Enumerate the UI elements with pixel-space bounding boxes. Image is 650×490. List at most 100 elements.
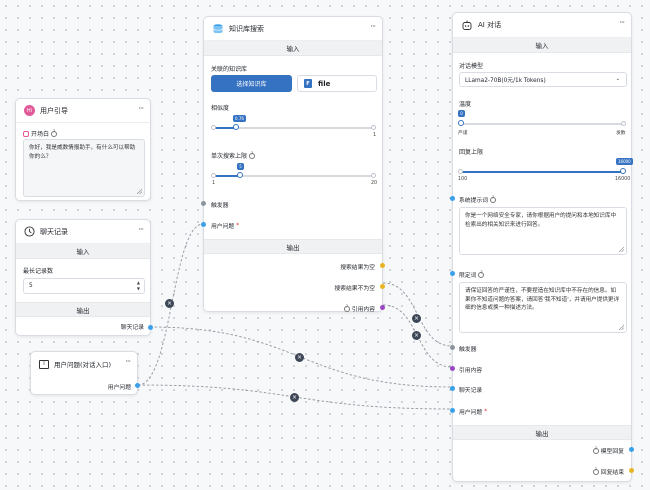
history-output-label: 聊天记录 [120, 325, 144, 331]
help-icon[interactable]: ? [478, 271, 485, 278]
ai-out-finish-port[interactable] [629, 468, 634, 473]
limit-knob[interactable] [237, 172, 243, 178]
edge-delete-icon[interactable]: × [165, 299, 174, 308]
ai-trigger-port[interactable] [450, 345, 455, 350]
user-question-node[interactable]: I 用户问题(对话入口) ··· 用户问题 [30, 351, 140, 395]
kb-out-empty-label: 搜索结果为空 [340, 265, 375, 271]
history-output-port[interactable] [148, 325, 153, 330]
limit-prompt-textarea[interactable]: 请保证回答的严谨性，不要捏造在知识库中不存在的信息。如果你不知道问题的答案，请回… [459, 282, 627, 333]
database-icon [213, 23, 223, 33]
node-title: AI 对话 [478, 21, 502, 29]
robot-icon [462, 20, 472, 30]
more-icon[interactable]: ··· [619, 18, 625, 27]
question-output-port[interactable] [135, 383, 140, 388]
max-reply-tooltip: 16000 [616, 158, 633, 165]
input-band: 输入 [453, 38, 631, 53]
system-prompt-textarea[interactable]: 你是一个网络安全专家，请你根据用户的提问和本地知识库中检索出的相关知识来进行回答… [459, 207, 627, 255]
node-header[interactable]: Hi 用户引导 ··· [16, 99, 150, 123]
node-title: 知识库搜索 [229, 24, 264, 33]
user-guide-node[interactable]: Hi 用户引导 ··· 开场白 ? 你好，我是威数情报助手，有什么可以帮助你的么… [15, 98, 151, 201]
node-title: 聊天记录 [40, 227, 68, 236]
kb-out-empty-port[interactable] [380, 263, 385, 268]
max-records-stepper[interactable]: 5 ▲▼ [23, 278, 145, 294]
chevron-down-icon: ⌄ [615, 76, 620, 82]
ai-out-finish-label: ? 回复结束 [592, 468, 624, 476]
kb-search-node[interactable]: 知识库搜索 ··· 输入 关联的知识库 选择知识库 F file 相似度 0.7… [201, 16, 385, 313]
temperature-tooltip: 0 [458, 110, 465, 117]
more-icon[interactable]: ··· [370, 22, 376, 31]
question-output-label: 用户问题 [107, 385, 131, 391]
user-guide-icon: Hi [24, 105, 35, 116]
file-icon: F [304, 79, 312, 88]
node-title: 用户问题(对话入口) [54, 361, 112, 369]
ai-history-label: 聊天记录 [459, 388, 483, 394]
max-reply-slider[interactable]: 16000 100 16000 [458, 158, 633, 182]
node-header[interactable]: AI 对话 ··· [453, 13, 631, 38]
edge-delete-icon[interactable]: × [295, 353, 304, 362]
input-cursor-icon: I [39, 359, 49, 369]
node-title: 用户引导 [40, 106, 68, 115]
model-select[interactable]: LLama2-70B(0元/1k Tokens) ⌄ [459, 72, 627, 87]
system-prompt-label: 系统提示词 ? [459, 196, 496, 204]
chat-history-node[interactable]: 聊天记录 ··· 输入 最长记录数 5 ▲▼ 输出 聊天记录 [15, 219, 153, 336]
output-band: 输出 [16, 302, 150, 317]
resize-handle-icon[interactable] [136, 188, 142, 194]
output-band: 输出 [204, 239, 382, 254]
temperature-slider[interactable]: 0 严谨 发散 [458, 110, 626, 136]
ai-question-port[interactable] [450, 408, 455, 413]
max-reply-knob[interactable] [620, 168, 626, 174]
resize-handle-icon[interactable] [618, 324, 624, 330]
limit-label: 单次搜索上限 ? [211, 152, 256, 160]
opener-icon [23, 130, 29, 137]
kb-out-notempty-label: 搜索结果不为空 [334, 286, 375, 292]
kb-question-label: 用户问题* [211, 222, 240, 231]
temperature-label: 温度 [459, 101, 472, 108]
similarity-slider[interactable]: 0.76 1 [211, 113, 379, 143]
opener-textarea[interactable]: 你好，我是威数情报助手，有什么可以帮助你的么？ [23, 139, 145, 197]
node-header[interactable]: 聊天记录 ··· [16, 220, 150, 244]
limit-slider[interactable]: 5 1 20 [211, 163, 378, 186]
model-label: 对话模型 [459, 63, 484, 70]
help-icon[interactable]: ? [343, 305, 350, 312]
stepper-arrows-icon[interactable]: ▲▼ [136, 280, 140, 291]
select-kb-button[interactable]: 选择知识库 [211, 75, 292, 92]
help-icon[interactable]: ? [490, 196, 496, 203]
edge-delete-icon[interactable]: × [412, 331, 421, 340]
ai-chat-node[interactable]: AI 对话 ··· 输入 对话模型 LLama2-70B(0元/1k Token… [450, 12, 634, 482]
kb-label: 关联的知识库 [211, 66, 248, 73]
limit-prompt-label: 限定词 ? [459, 271, 485, 279]
ai-quote-label: 引用内容 [459, 368, 483, 374]
ai-out-reply-label: ? 模型回复 [592, 447, 624, 455]
input-band: 输入 [16, 244, 150, 259]
resize-handle-icon[interactable] [618, 246, 624, 252]
edge-delete-icon[interactable]: × [290, 393, 299, 402]
edge-delete-icon[interactable]: × [412, 314, 421, 323]
clock-icon [24, 226, 35, 237]
help-icon[interactable]: ? [592, 447, 599, 454]
ai-history-port[interactable] [450, 386, 455, 391]
limit-prompt-port[interactable] [450, 271, 455, 276]
node-header[interactable]: I 用户问题(对话入口) ··· [31, 352, 137, 376]
more-icon[interactable]: ··· [138, 225, 144, 234]
similarity-knob[interactable] [233, 124, 239, 130]
opener-label: 开场白 ? [23, 129, 58, 138]
kb-out-notempty-port[interactable] [380, 284, 385, 289]
node-header[interactable]: 知识库搜索 ··· [204, 17, 382, 41]
kb-question-port[interactable] [201, 222, 206, 227]
system-prompt-port[interactable] [450, 196, 455, 201]
more-icon[interactable]: ··· [125, 357, 131, 366]
similarity-tooltip: 0.76 [233, 115, 246, 122]
help-icon[interactable]: ? [592, 468, 599, 475]
input-band: 输入 [204, 41, 382, 56]
kb-file-chip[interactable]: F file [297, 75, 377, 92]
kb-out-quote-port[interactable] [380, 305, 385, 310]
more-icon[interactable]: ··· [138, 104, 144, 113]
help-icon[interactable]: ? [249, 152, 256, 159]
ai-out-reply-port[interactable] [629, 447, 634, 452]
kb-trigger-port[interactable] [201, 201, 206, 206]
max-records-label: 最长记录数 [23, 268, 54, 275]
similarity-label: 相似度 [211, 105, 230, 112]
help-icon[interactable]: ? [51, 130, 58, 137]
ai-quote-port[interactable] [450, 366, 455, 371]
temperature-knob[interactable] [458, 120, 464, 126]
